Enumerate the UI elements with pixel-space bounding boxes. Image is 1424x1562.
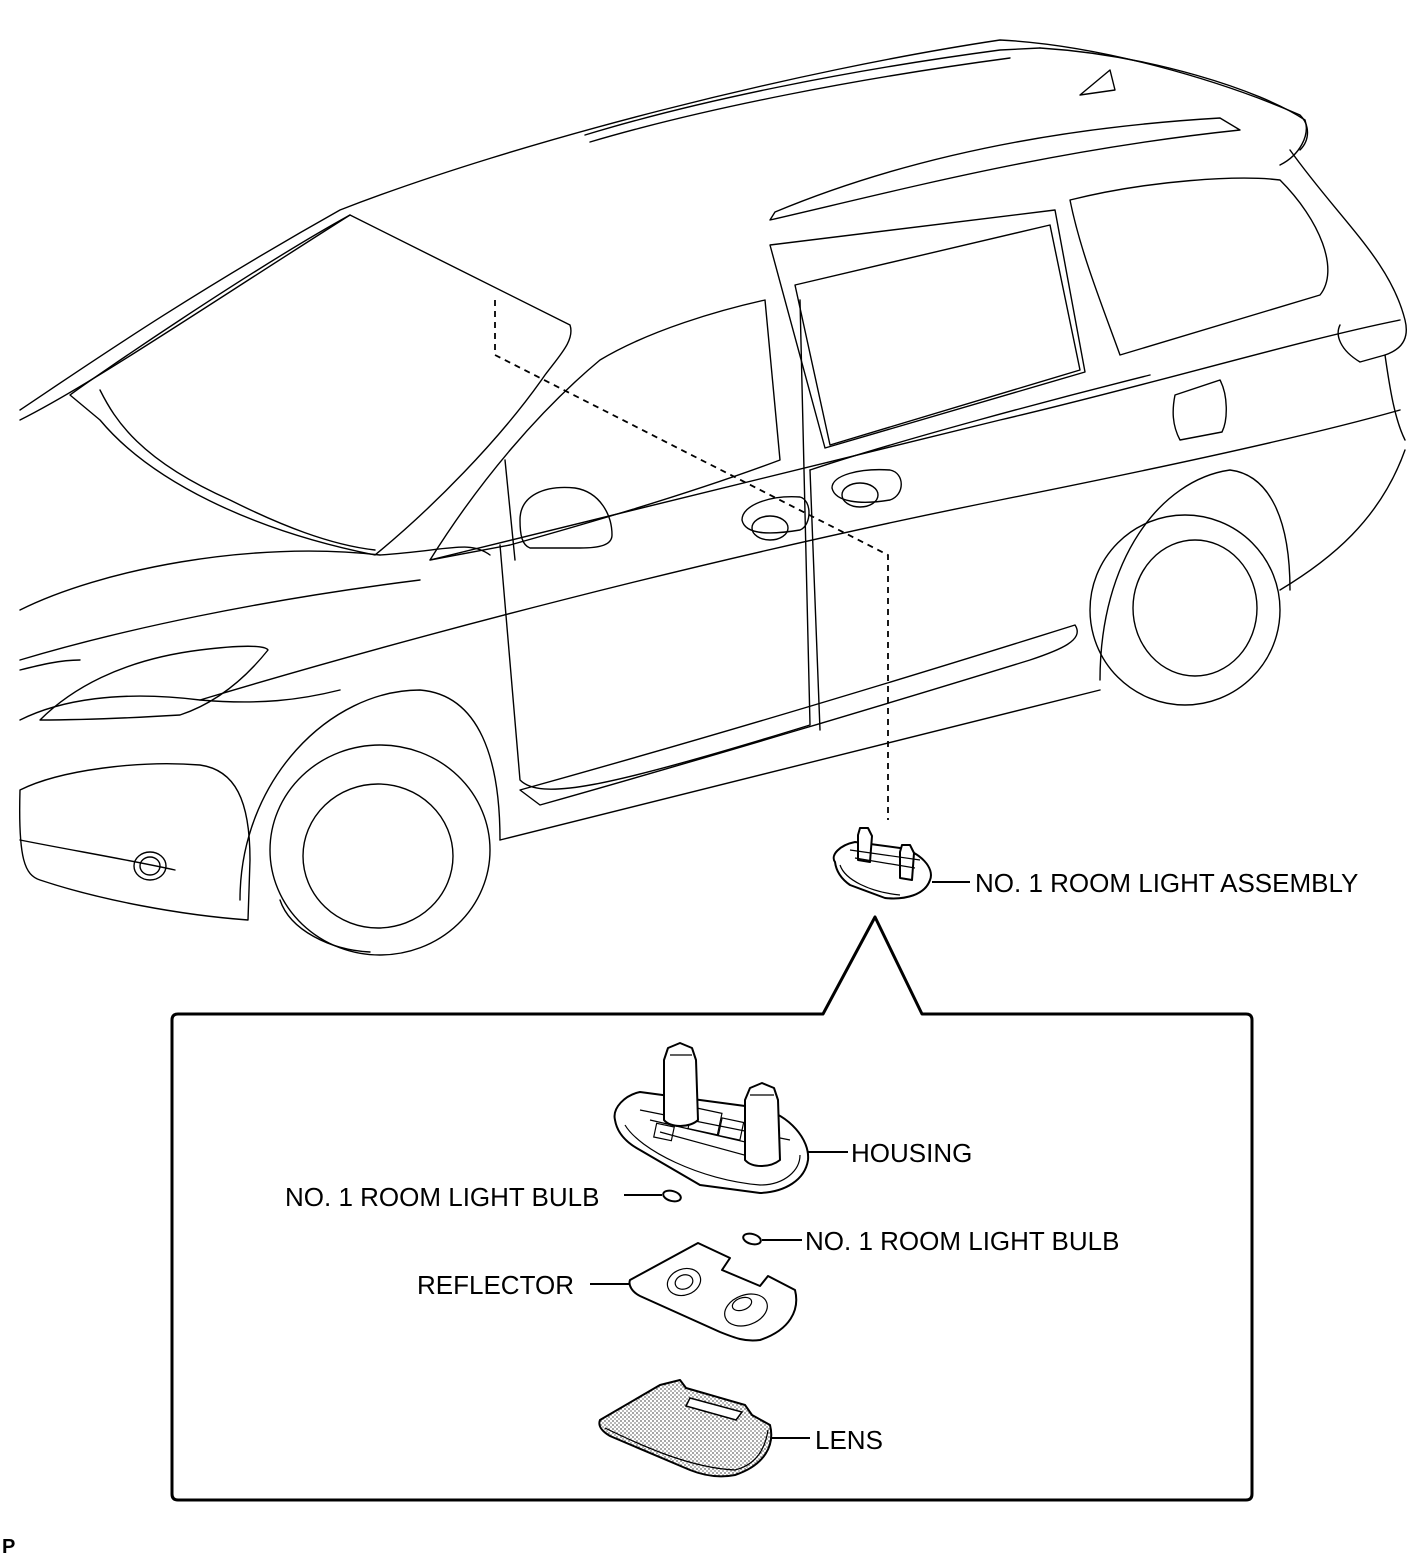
label-reflector: REFLECTOR bbox=[417, 1270, 574, 1300]
minivan-illustration bbox=[18, 39, 1407, 956]
room-light-assembly-small bbox=[832, 827, 932, 900]
reflector-illustration bbox=[628, 1242, 798, 1342]
label-housing: HOUSING bbox=[851, 1138, 973, 1168]
corner-code: P bbox=[2, 1536, 16, 1558]
detail-callout-frame bbox=[170, 915, 1254, 1502]
label-bulb-right: NO. 1 ROOM LIGHT BULB bbox=[805, 1226, 1120, 1256]
label-room-light-assembly: NO. 1 ROOM LIGHT ASSEMBLY bbox=[975, 868, 1359, 898]
label-lens: LENS bbox=[815, 1425, 883, 1455]
room-light-bulb-left bbox=[662, 1189, 682, 1203]
housing-illustration bbox=[613, 1042, 810, 1194]
label-bulb-left: NO. 1 ROOM LIGHT BULB bbox=[285, 1182, 600, 1212]
lens-illustration bbox=[598, 1379, 773, 1478]
room-light-bulb-right bbox=[742, 1232, 762, 1246]
location-leader-line bbox=[494, 300, 889, 820]
